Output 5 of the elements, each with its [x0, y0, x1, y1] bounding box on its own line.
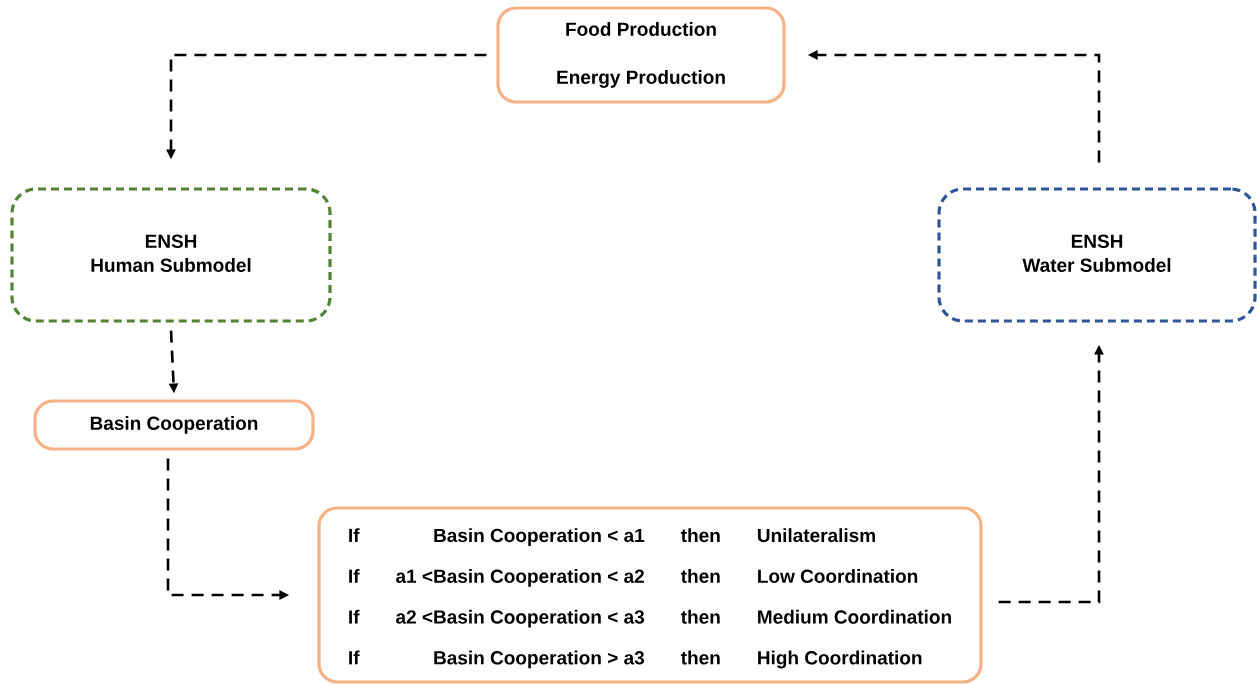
- submodel-box: ENSH Water Submodel: [937, 187, 1257, 323]
- process-box: Basin Cooperation: [33, 399, 315, 451]
- submodel-box: ENSH Human Submodel: [10, 187, 332, 323]
- rule-table-box: If Basin Cooperation < a1 then Unilateralism If a1 <Basin Cooperation < a2 then Low Coordination If a2 <Basin Cooperation < a3 then Medium Coordination If Basin Cooperation > a3 then High Coordination: [317, 506, 983, 684]
- process-box: Food Production Energy Production: [496, 6, 786, 104]
